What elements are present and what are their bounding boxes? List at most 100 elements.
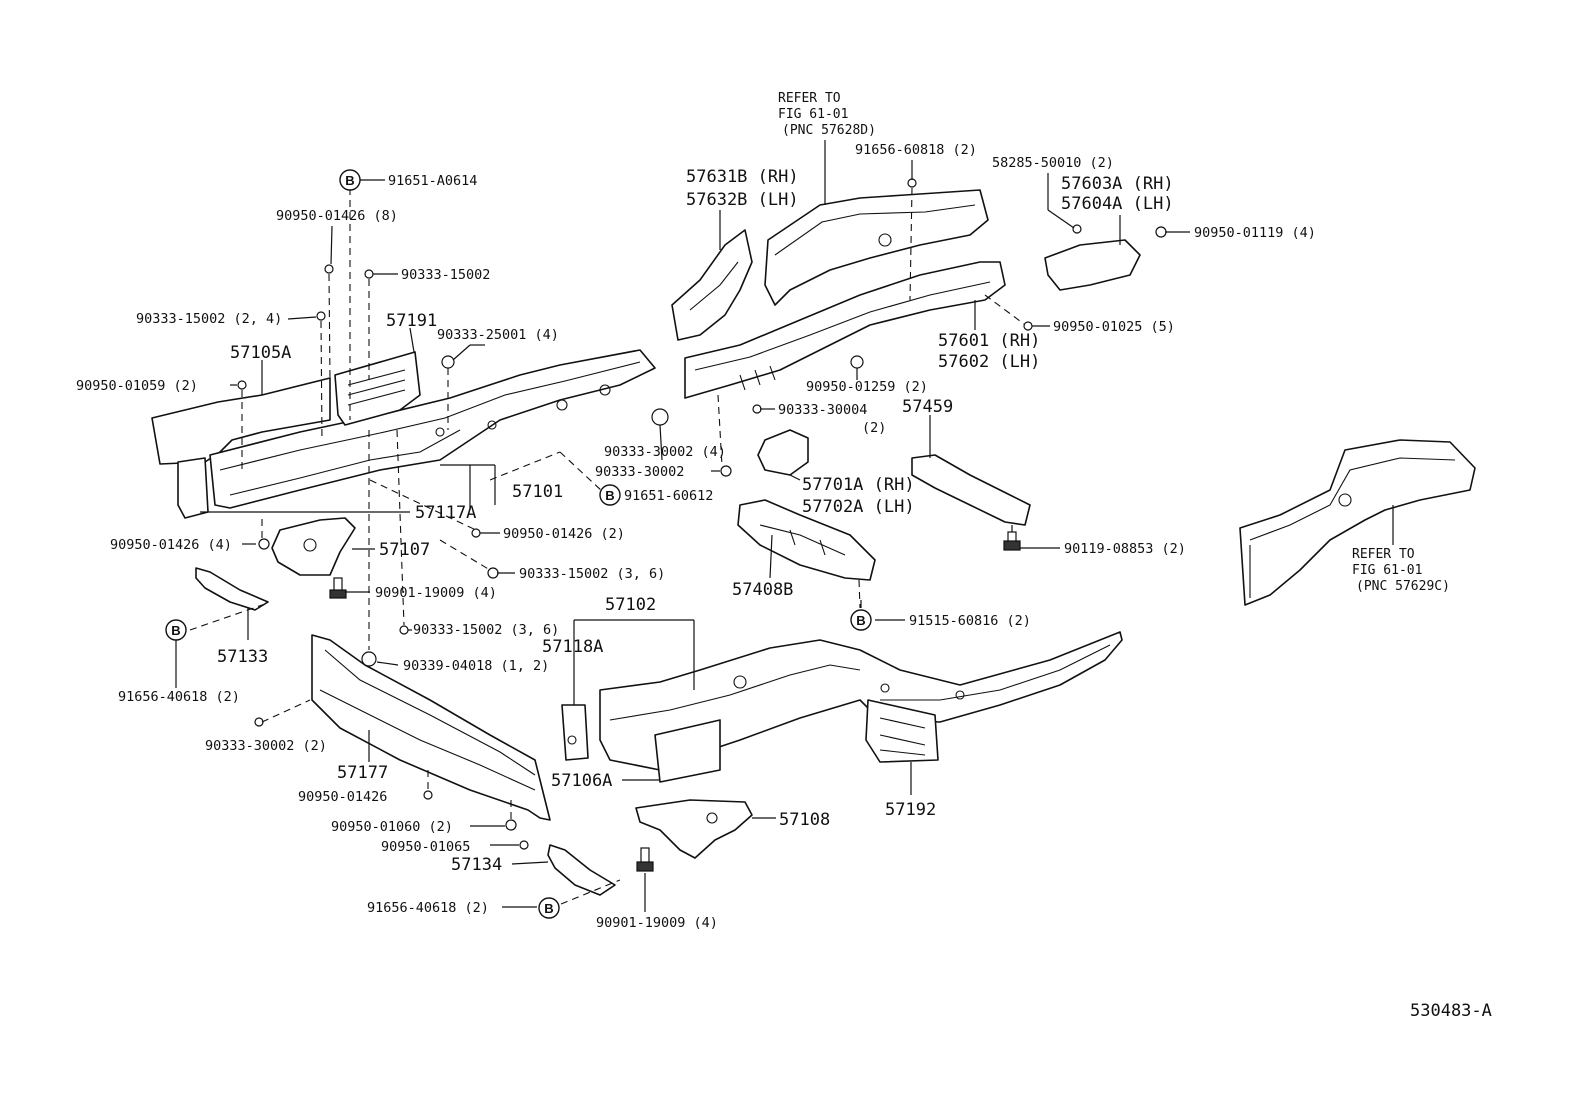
- part-label: 57459: [902, 397, 953, 417]
- fastener-icon: [254, 717, 264, 727]
- fastener-icon: [399, 625, 409, 635]
- mount-57701A: [757, 429, 809, 476]
- part-label: 57107: [379, 540, 430, 560]
- part-label: 90901-19009 (4): [596, 915, 718, 931]
- part-label: 90950-01025 (5): [1053, 319, 1175, 335]
- part-label: 57102: [605, 595, 656, 615]
- part-label: 57105A: [230, 343, 291, 363]
- part-label: 90333-30002 (4): [604, 444, 726, 460]
- part-label: 90950-01259 (2): [806, 379, 928, 395]
- part-label: 57631B (RH): [686, 167, 799, 187]
- svg-text:B: B: [605, 488, 614, 503]
- bracket-57107: [271, 517, 356, 576]
- part-label: 91656-60818 (2): [855, 142, 977, 158]
- part-label: 57134: [451, 855, 502, 875]
- svg-text:B: B: [171, 623, 180, 638]
- fastener-icon: [651, 408, 669, 426]
- callout-b-markers: B B B B B: [165, 169, 872, 919]
- svg-text:(PNC 57629C): (PNC 57629C): [1356, 579, 1450, 594]
- part-label: 57133: [217, 647, 268, 667]
- fastener-icon: [505, 819, 517, 831]
- fastener-icon: [720, 465, 732, 477]
- part-label: 57604A (LH): [1061, 194, 1174, 214]
- fastener-icon: [1155, 226, 1167, 238]
- refer-note-57629C: REFER TO FIG 61-01 (PNC 57629C): [1352, 547, 1450, 594]
- fastener-icon: [258, 538, 270, 550]
- fastener-icon: [487, 567, 499, 579]
- svg-text:FIG 61-01: FIG 61-01: [1352, 563, 1422, 578]
- member-57459: [911, 454, 1031, 526]
- part-label: 90333-30002: [595, 464, 684, 480]
- part-label: 90950-01426 (8): [276, 208, 398, 224]
- panel-57631B: [671, 229, 753, 341]
- bracket-57603A: [1044, 239, 1141, 291]
- part-label: 57192: [885, 800, 936, 820]
- part-label: 90333-15002 (2, 4): [136, 311, 282, 327]
- upper-rail-57601: [684, 261, 1006, 399]
- part-label: 57106A: [551, 771, 612, 791]
- callout-b-icon: B: [538, 897, 560, 919]
- part-label: 91656-40618 (2): [367, 900, 489, 916]
- fastener-icon: [1023, 321, 1033, 331]
- member-57408B: [737, 499, 876, 581]
- svg-text:REFER TO: REFER TO: [1352, 547, 1415, 562]
- svg-text:B: B: [544, 901, 553, 916]
- fastener-icon: [364, 269, 374, 279]
- leader-lines: [175, 140, 1394, 912]
- callout-b-icon: B: [850, 609, 872, 631]
- part-label: 57602 (LH): [938, 352, 1040, 372]
- refer-part-57628D: [764, 189, 989, 306]
- rear-frame-57102: [599, 631, 1123, 783]
- part-label: 91651-60612: [624, 488, 713, 504]
- part-label: 90950-01426: [298, 789, 387, 805]
- part-label: 57191: [386, 311, 437, 331]
- fastener-icon: [423, 790, 433, 800]
- part-label: 90333-25001 (4): [437, 327, 559, 343]
- part-label: 90333-15002: [401, 267, 490, 283]
- svg-text:(PNC 57628D): (PNC 57628D): [782, 123, 876, 138]
- part-label: 58285-50010 (2): [992, 155, 1114, 171]
- fastener-icon: [441, 355, 455, 369]
- front-frame-rail-57101: [151, 349, 656, 519]
- part-label: 90950-01060 (2): [331, 819, 453, 835]
- part-label: 57117A: [415, 503, 476, 523]
- bolt-icon: [1003, 531, 1021, 551]
- part-label: 90333-30004: [778, 402, 867, 418]
- part-label: (2): [862, 420, 886, 436]
- part-label: 57701A (RH): [802, 475, 915, 495]
- fastener-icon: [361, 651, 377, 667]
- part-label: 57101: [512, 482, 563, 502]
- part-label: 91656-40618 (2): [118, 689, 240, 705]
- part-label: 90950-01426 (4): [110, 537, 232, 553]
- part-label: 90333-30002 (2): [205, 738, 327, 754]
- svg-text:B: B: [345, 173, 354, 188]
- plate-57192: [865, 699, 939, 763]
- plate-57118A: [561, 704, 589, 761]
- part-label: 57632B (LH): [686, 190, 799, 210]
- callout-b-icon: B: [339, 169, 361, 191]
- fastener-icon: [316, 311, 326, 321]
- fastener-icon: [907, 178, 917, 188]
- svg-text:REFER TO: REFER TO: [778, 91, 841, 106]
- crossmember-57177: [311, 634, 551, 821]
- part-label: 57603A (RH): [1061, 174, 1174, 194]
- part-label: 90950-01059 (2): [76, 378, 198, 394]
- svg-text:FIG 61-01: FIG 61-01: [778, 107, 848, 122]
- fastener-icon: [752, 404, 762, 414]
- fastener-icon: [850, 355, 864, 369]
- refer-part-57629C: [1239, 439, 1476, 606]
- part-label: 91651-A0614: [388, 173, 477, 189]
- part-label: 57177: [337, 763, 388, 783]
- part-label: 90950-01065: [381, 839, 470, 855]
- svg-text:B: B: [856, 613, 865, 628]
- part-label: 90950-01119 (4): [1194, 225, 1316, 241]
- fastener-icon: [324, 264, 334, 274]
- plate-57133: [195, 567, 269, 611]
- part-label: 90333-15002 (3, 6): [413, 622, 559, 638]
- callout-b-icon: B: [165, 619, 187, 641]
- part-label: 57601 (RH): [938, 331, 1040, 351]
- bolt-icon: [329, 577, 347, 599]
- part-label: 90119-08853 (2): [1064, 541, 1186, 557]
- fastener-icon: [471, 528, 481, 538]
